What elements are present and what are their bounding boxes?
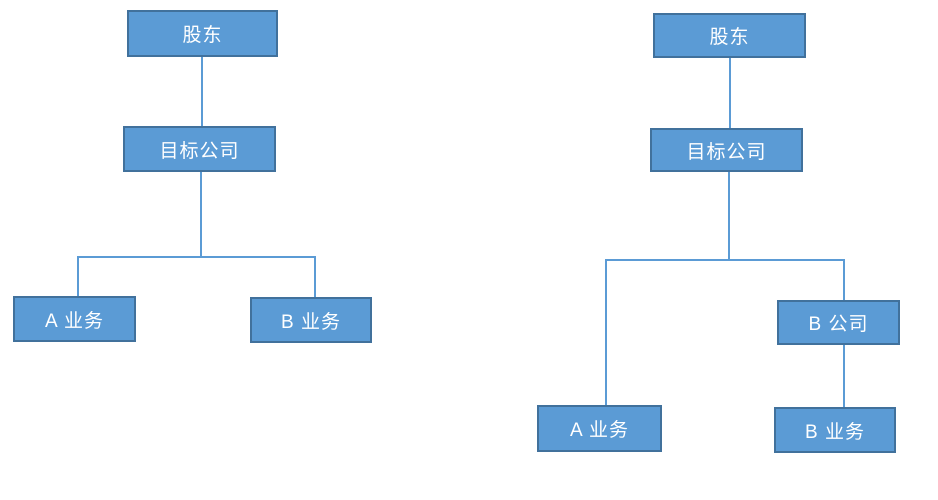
left-connector-drop-business-a: [77, 256, 79, 296]
right-company-b-box: B 公司: [777, 300, 900, 345]
right-connector-shareholder-target: [729, 58, 731, 128]
left-shareholder-box: 股东: [127, 10, 278, 57]
left-business-a-box: A 业务: [13, 296, 136, 342]
left-target-company-box: 目标公司: [123, 126, 276, 172]
right-shareholder-box: 股东: [653, 13, 806, 58]
right-connector-drop-business-a: [605, 259, 607, 405]
right-connector-drop-company-b: [843, 259, 845, 300]
right-connector-company-b-business-b: [843, 345, 845, 407]
left-connector-horizontal: [77, 256, 316, 258]
left-connector-drop-business-b: [314, 256, 316, 297]
right-business-a-box: A 业务: [537, 405, 662, 452]
left-connector-shareholder-target: [201, 57, 203, 126]
right-business-b-box: B 业务: [774, 407, 896, 453]
left-business-b-box: B 业务: [250, 297, 372, 343]
left-connector-target-stem: [200, 172, 202, 256]
right-connector-target-stem: [728, 172, 730, 259]
right-target-company-box: 目标公司: [650, 128, 803, 172]
right-connector-horizontal: [605, 259, 845, 261]
